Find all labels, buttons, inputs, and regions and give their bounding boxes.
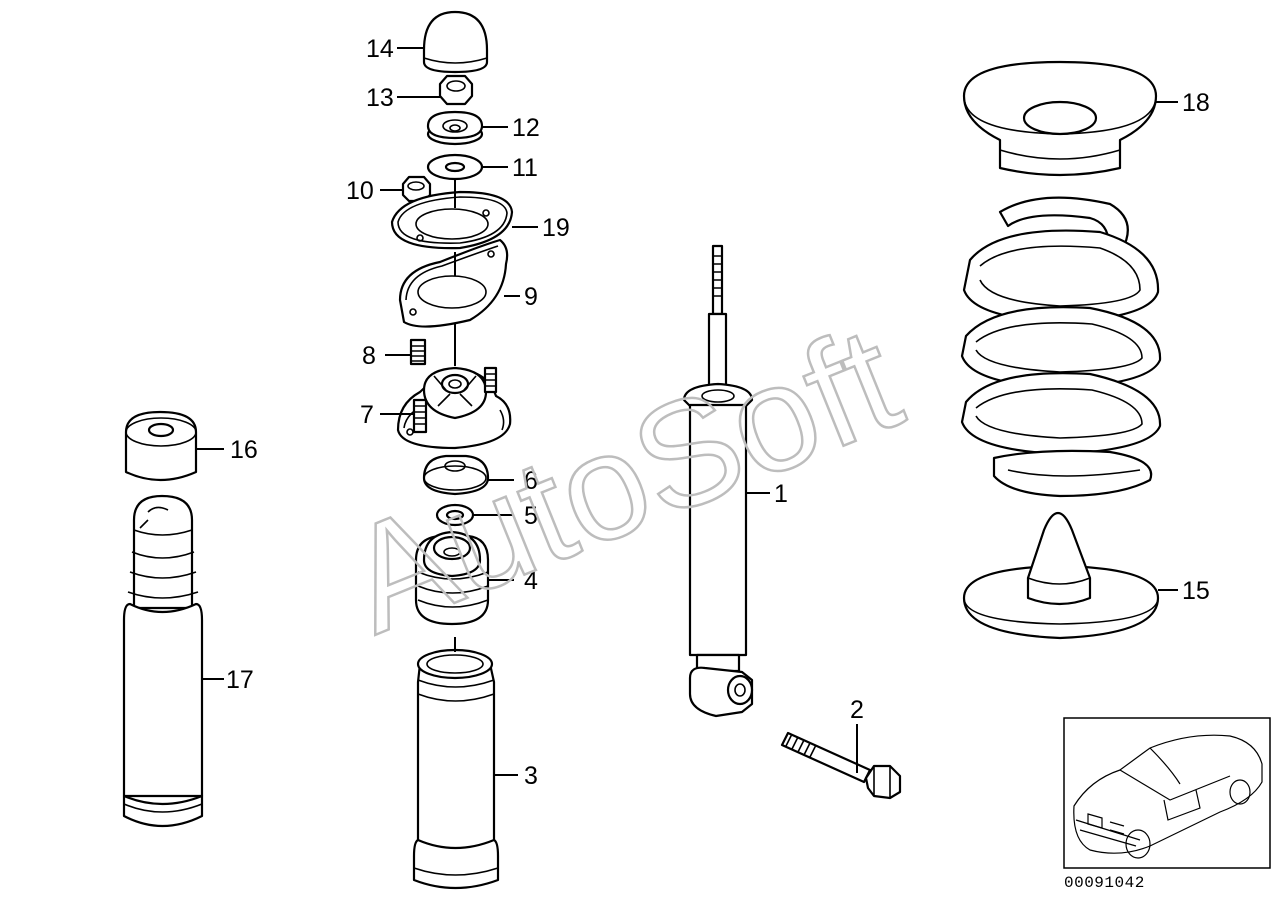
label-4[interactable]: 4: [524, 567, 538, 595]
reference-number: 00091042: [1064, 874, 1145, 892]
part-6-cup[interactable]: [422, 454, 490, 496]
label-5[interactable]: 5: [524, 502, 538, 530]
part-10-nut[interactable]: [401, 175, 432, 240]
label-19[interactable]: 19: [542, 214, 570, 242]
label-2[interactable]: 2: [850, 696, 864, 724]
label-18[interactable]: 18: [1182, 89, 1210, 117]
label-16[interactable]: 16: [230, 436, 258, 464]
part-9-gasket[interactable]: [398, 238, 509, 328]
car-locator-thumbnail[interactable]: [1063, 717, 1271, 869]
label-12[interactable]: 12: [512, 114, 540, 142]
part-17-dust-tube[interactable]: [122, 494, 204, 828]
label-10[interactable]: 10: [346, 177, 374, 205]
label-15[interactable]: 15: [1182, 577, 1210, 605]
part-11-washer[interactable]: [426, 153, 484, 181]
part-16-bump-stop[interactable]: [124, 410, 198, 482]
part-14-cap[interactable]: [422, 10, 489, 74]
leader-lines: [196, 47, 1178, 776]
label-6[interactable]: 6: [524, 467, 538, 495]
part-15-lower-seat[interactable]: [962, 511, 1160, 640]
part-2-bolt[interactable]: [780, 731, 902, 800]
part-labels: 14 13 12 11 10 19 9 8 7 6 5 4 3 1 2 18 1…: [226, 35, 1210, 790]
label-14[interactable]: 14: [366, 35, 394, 63]
part-13-nut[interactable]: [438, 74, 474, 106]
part-12-bushing[interactable]: [426, 110, 484, 146]
label-8[interactable]: 8: [362, 342, 376, 370]
part-1-shock-absorber[interactable]: [682, 244, 754, 718]
label-1[interactable]: 1: [774, 480, 788, 508]
label-13[interactable]: 13: [366, 84, 394, 112]
car-silhouette-icon: [1073, 734, 1263, 859]
coil-spring[interactable]: [960, 196, 1162, 498]
label-17[interactable]: 17: [226, 666, 254, 694]
part-4-bump-stop[interactable]: [414, 530, 490, 626]
label-11[interactable]: 11: [512, 154, 538, 182]
label-7[interactable]: 7: [360, 401, 374, 429]
label-9[interactable]: 9: [524, 283, 538, 311]
part-5-washer[interactable]: [435, 503, 475, 527]
part-3-dust-tube[interactable]: [412, 637, 500, 890]
part-8-stud[interactable]: [409, 338, 427, 366]
label-3[interactable]: 3: [524, 762, 538, 790]
part-19-plate[interactable]: [390, 179, 514, 250]
part-7-mount[interactable]: [396, 324, 512, 450]
part-18-upper-seat[interactable]: [962, 60, 1158, 177]
